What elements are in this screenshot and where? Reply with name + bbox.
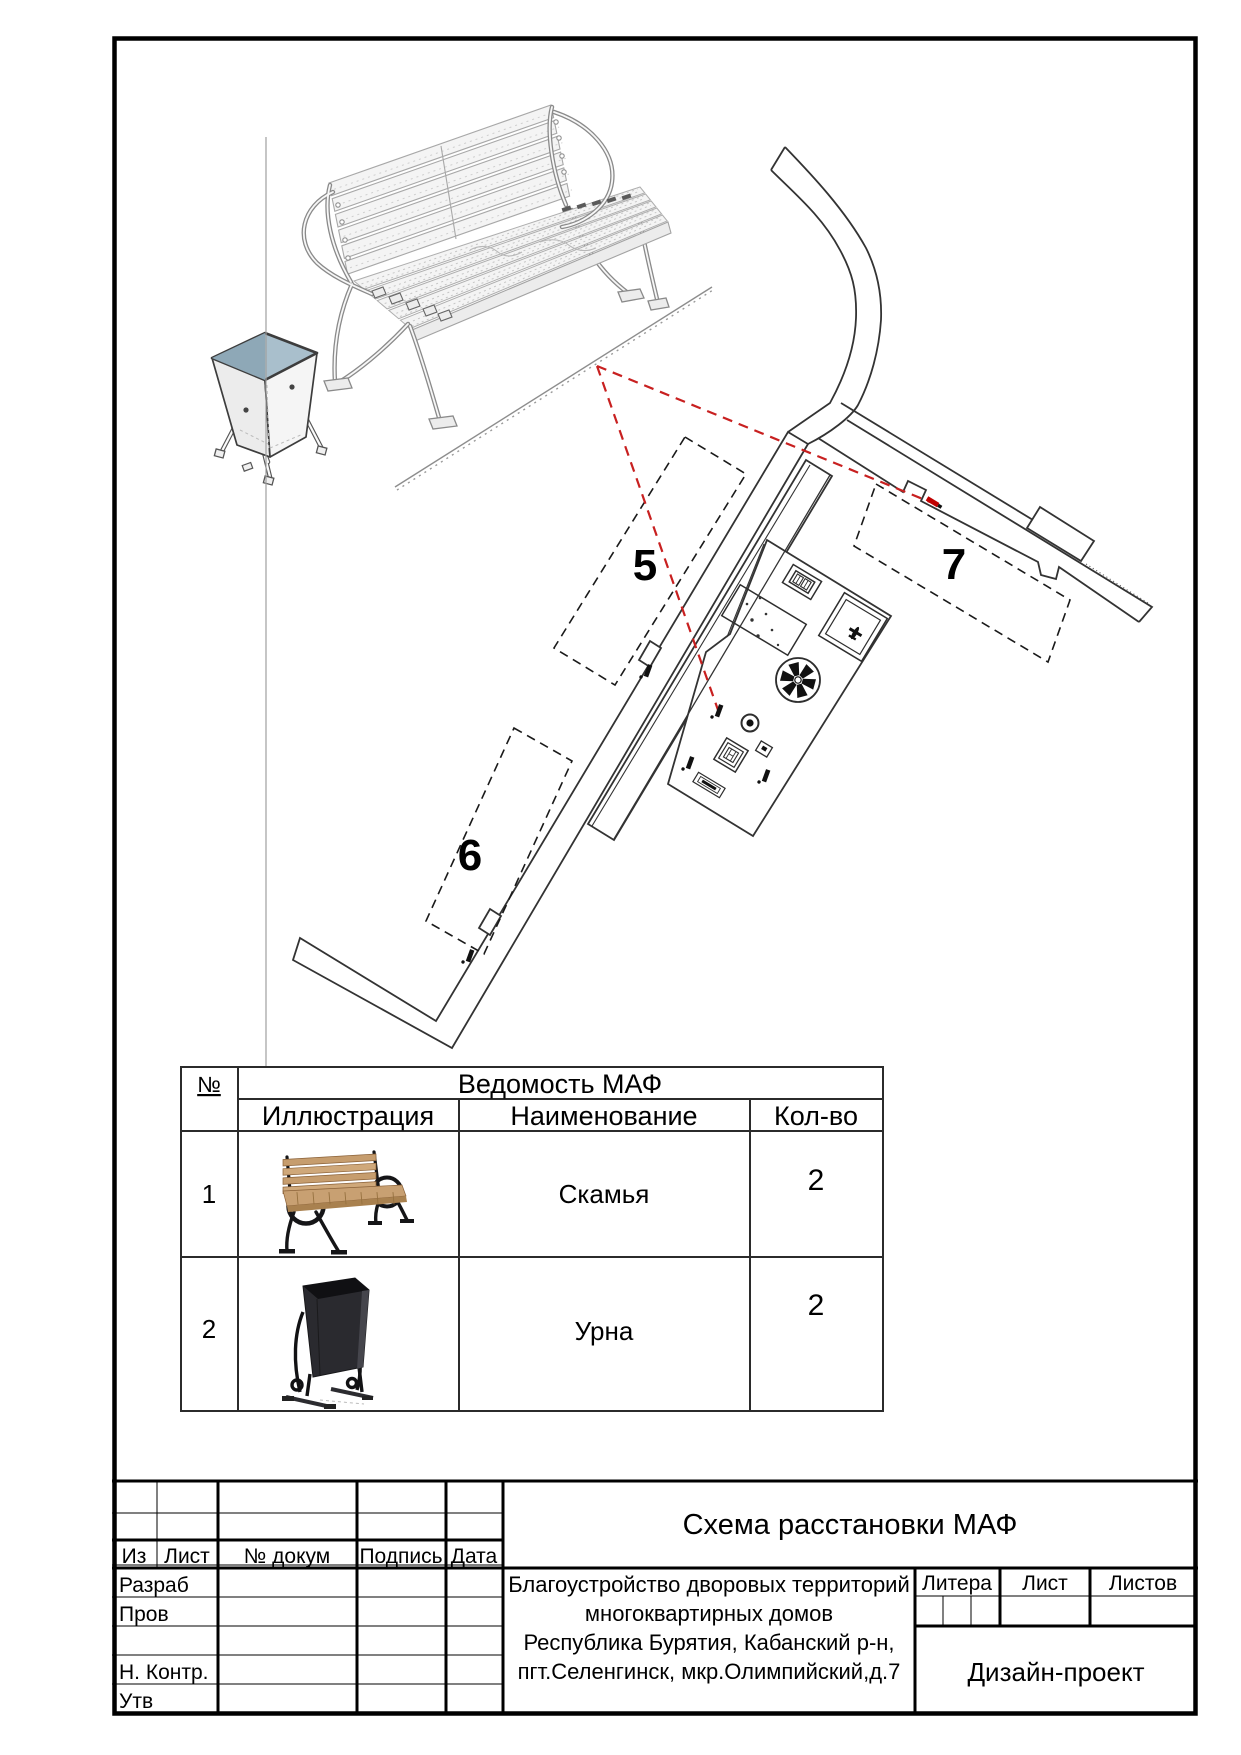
svg-text:2: 2 bbox=[808, 1289, 825, 1322]
svg-text:Ведомость МАФ: Ведомость МАФ bbox=[458, 1069, 662, 1099]
svg-text:Пров: Пров bbox=[119, 1603, 169, 1626]
svg-text:№: № bbox=[197, 1072, 221, 1097]
svg-text:Дата: Дата bbox=[451, 1545, 498, 1568]
svg-text:Благоустройство дворовых терри: Благоустройство дворовых территорий bbox=[508, 1572, 910, 1597]
svg-text:6: 6 bbox=[458, 831, 482, 880]
svg-text:Кол-во: Кол-во bbox=[774, 1101, 858, 1131]
svg-text:Скамья: Скамья bbox=[559, 1179, 650, 1209]
svg-text:Разраб: Разраб bbox=[119, 1574, 189, 1597]
svg-text:Литера: Литера bbox=[922, 1572, 992, 1595]
svg-text:7: 7 bbox=[942, 540, 966, 589]
svg-text:Урна: Урна bbox=[575, 1316, 634, 1346]
svg-text:многоквартирных домов: многоквартирных домов bbox=[585, 1601, 833, 1626]
svg-text:Н. Контр.: Н. Контр. bbox=[119, 1661, 208, 1684]
svg-text:2: 2 bbox=[808, 1164, 825, 1197]
svg-text:5: 5 bbox=[633, 541, 657, 590]
svg-text:Лист: Лист bbox=[164, 1545, 210, 1568]
svg-text:Иллюстрация: Иллюстрация bbox=[262, 1101, 434, 1131]
svg-text:Из: Из bbox=[122, 1545, 147, 1568]
svg-text:пгт.Селенгинск, мкр.Олимпийски: пгт.Селенгинск, мкр.Олимпийский,д.7 bbox=[518, 1659, 901, 1684]
svg-text:Листов: Листов bbox=[1109, 1572, 1177, 1595]
svg-text:Подпись: Подпись bbox=[359, 1545, 442, 1568]
svg-text:Лист: Лист bbox=[1022, 1572, 1068, 1595]
svg-text:№ докум: № докум bbox=[244, 1545, 330, 1568]
svg-text:1: 1 bbox=[202, 1179, 216, 1209]
svg-text:Утв: Утв bbox=[119, 1690, 153, 1713]
svg-text:Схема расстановки МАФ: Схема расстановки МАФ bbox=[683, 1509, 1018, 1541]
svg-text:2: 2 bbox=[202, 1314, 216, 1344]
svg-text:Наименование: Наименование bbox=[510, 1101, 697, 1131]
svg-text:Дизайн-проект: Дизайн-проект bbox=[967, 1657, 1144, 1687]
svg-text:Республика Бурятия, Кабанский: Республика Бурятия, Кабанский р-н, bbox=[523, 1630, 894, 1655]
